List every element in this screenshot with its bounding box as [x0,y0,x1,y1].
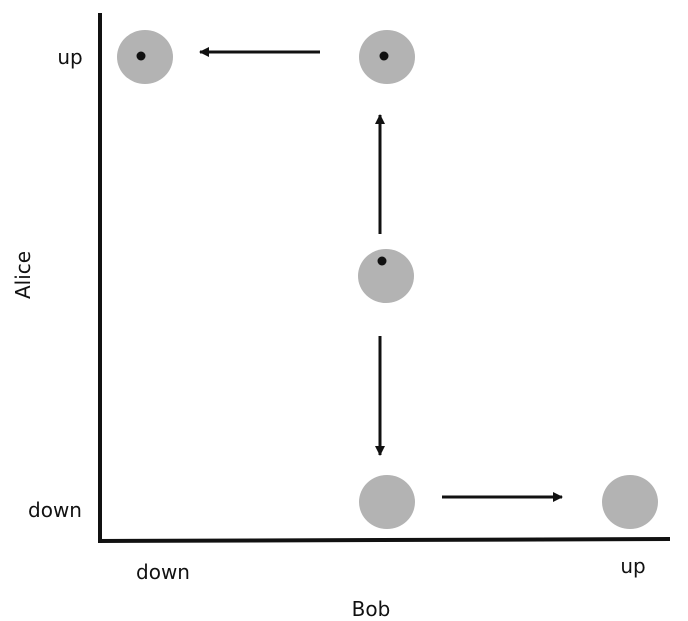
node-dot [379,51,389,61]
node-alice-down-bob-mid [359,475,415,529]
y-axis-title: Alice [11,251,35,299]
y-tick-down: down [28,498,82,522]
node-dot [377,256,387,266]
node-center [358,249,414,303]
x-axis-title: Bob [352,597,391,621]
y-tick-up: up [57,45,82,69]
node-alice-down-bob-up [602,475,658,529]
node-dot [136,51,146,61]
x-axis-line [97,537,671,543]
x-tick-up: up [620,554,645,578]
x-tick-down: down [136,560,190,584]
